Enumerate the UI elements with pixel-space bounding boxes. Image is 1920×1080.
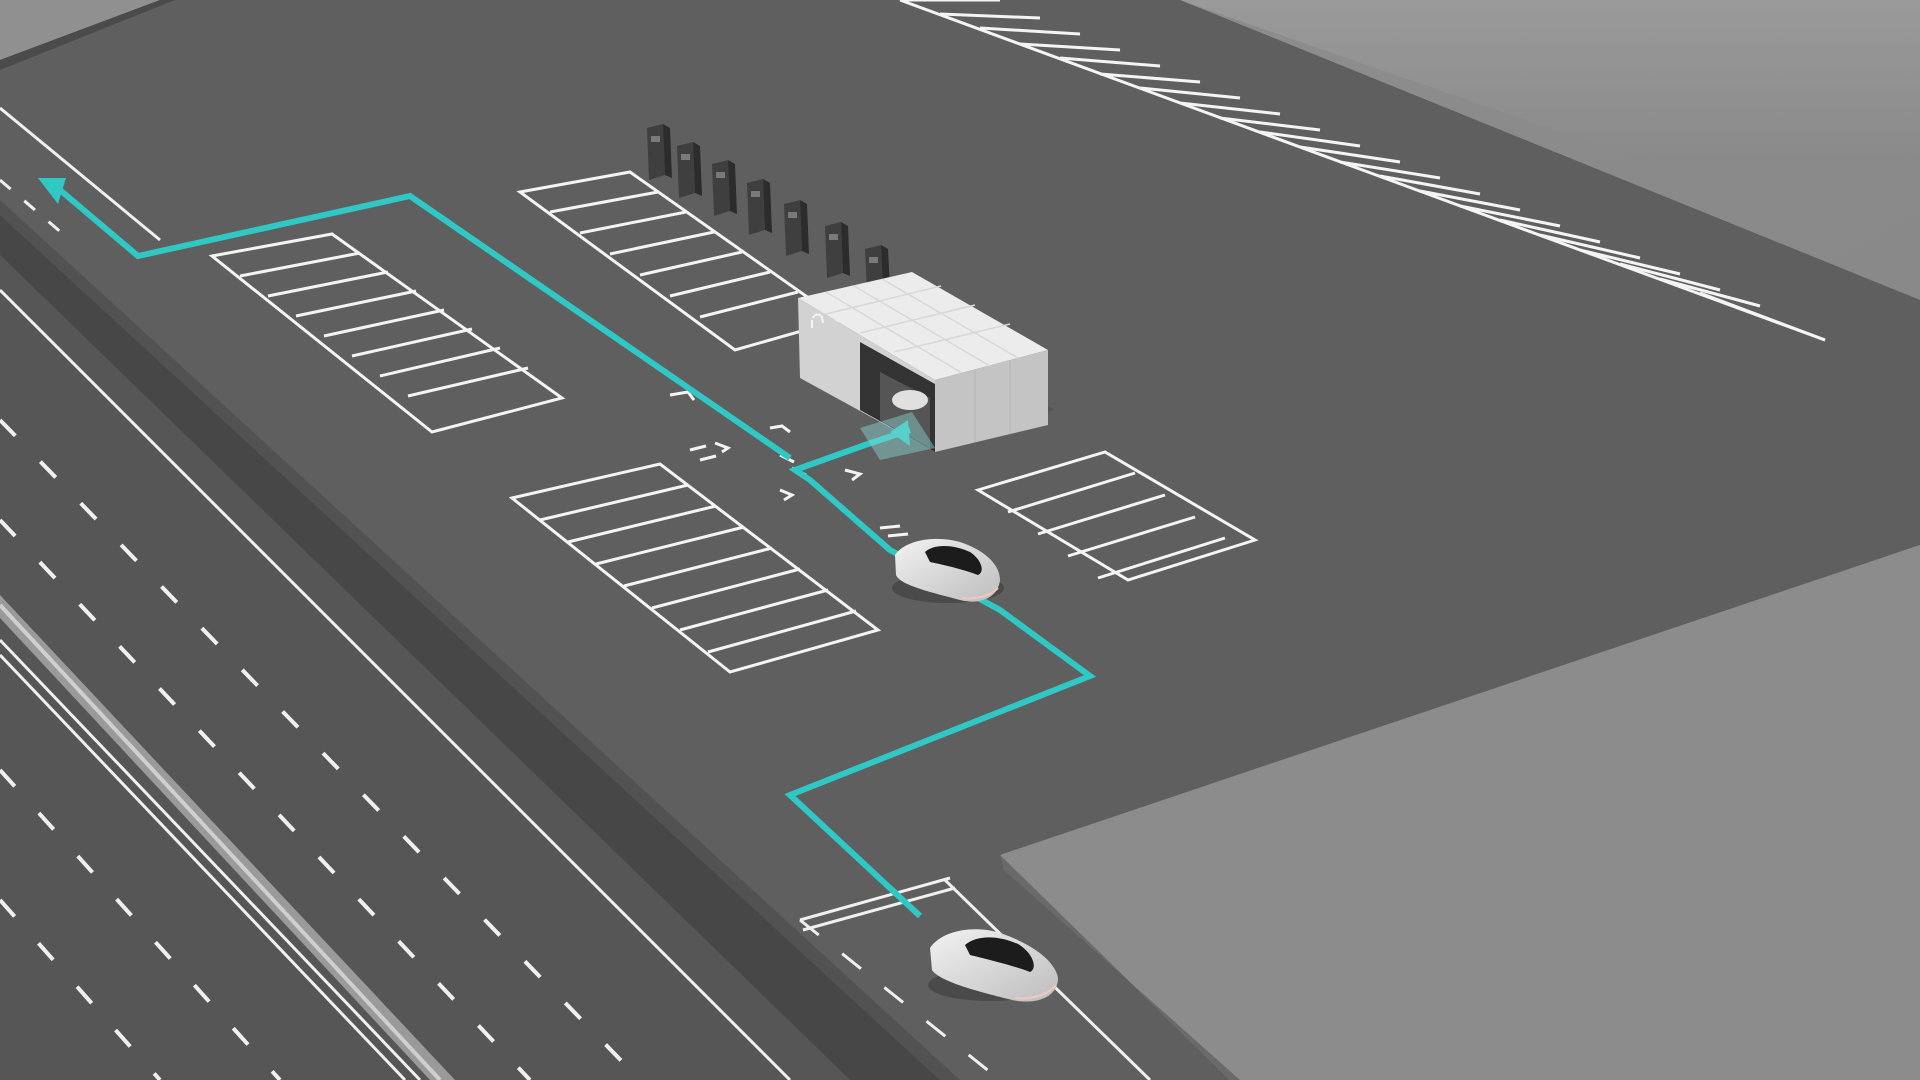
charger-unit bbox=[747, 179, 772, 235]
charger-unit bbox=[712, 160, 737, 216]
charger-unit bbox=[784, 200, 809, 256]
charger-unit bbox=[647, 124, 672, 180]
charger-unit bbox=[825, 222, 850, 278]
charger-unit bbox=[677, 142, 702, 198]
swapping-car bbox=[892, 390, 928, 410]
